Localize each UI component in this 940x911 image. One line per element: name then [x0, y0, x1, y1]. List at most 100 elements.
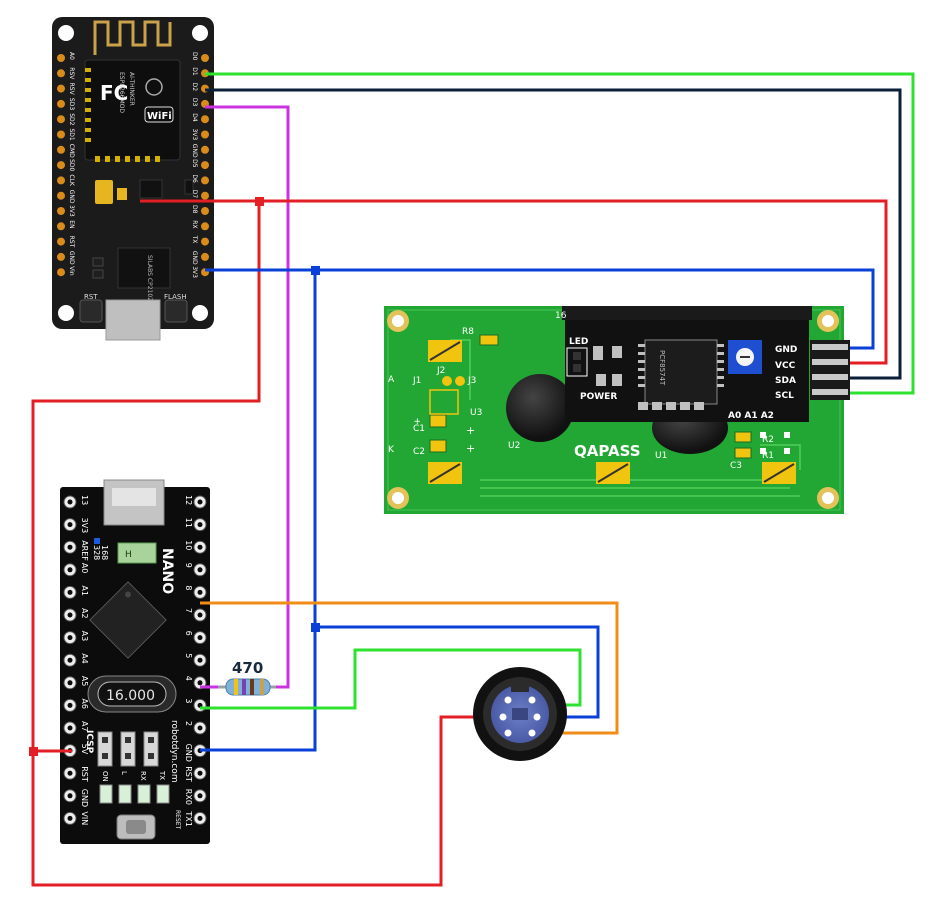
wire-esp-d2-to-lcd-sda: [205, 88, 902, 380]
micro-usb-connector: [105, 299, 161, 341]
nano-left-pin-label: A3: [80, 631, 89, 642]
esp-rst-label: RST: [84, 293, 98, 301]
fc-mark: FC: [100, 81, 128, 105]
wire-nano-d9-to-ps2: [200, 601, 619, 735]
svg-text:H: H: [125, 550, 132, 560]
esp-left-pin-label: SD3: [68, 98, 75, 110]
esp-left-pin-label: GND: [68, 251, 75, 265]
esp-right-pin-label: RX: [191, 220, 198, 228]
address-label: A0 A1 A2: [728, 411, 774, 421]
nano-right-pin-label: 12: [184, 495, 193, 505]
chip-option-328: 328: [92, 545, 101, 560]
wire-esp-d3-to-resistor: [205, 105, 290, 689]
lcd-pin-label: SCL: [775, 391, 794, 401]
esp-right-pin-label: 3V3: [191, 129, 198, 141]
nano-right-pin-label: 11: [184, 518, 193, 528]
nano-left-pin-label: A6: [80, 698, 89, 709]
esp-left-pin: [57, 207, 65, 215]
nano-right-pin-label: GND: [184, 744, 193, 762]
svg-text:+: +: [413, 417, 423, 425]
module-text: ESP8266MOD: [118, 72, 125, 113]
esp-left-pin: [57, 191, 65, 200]
nano-title: NANO: [159, 548, 175, 594]
pcb-label-j1: J1: [412, 376, 421, 386]
esp-left-pin-label: RSV: [68, 83, 75, 96]
wire-esp-d1-to-lcd-scl: [205, 72, 915, 395]
esp-flash-label: FLASH: [164, 293, 187, 301]
lcd-brand-text: QAPASS: [574, 442, 641, 460]
esp-left-pin-label: CLK: [68, 174, 75, 187]
esp-left-pin: [57, 145, 65, 154]
nano-left-pin-label: A1: [80, 585, 89, 596]
esp-left-pin: [57, 176, 65, 185]
usb-chip-text: SILABS CP2102: [146, 255, 153, 301]
header-16-label: 16: [555, 311, 567, 321]
pcb-label-a: A: [388, 375, 395, 385]
pcb-label-r1: R1: [762, 451, 774, 461]
pcb-label-r2: R2: [762, 435, 774, 445]
lcd-pin-label: VCC: [775, 361, 796, 371]
esp-pin-headers: A0RSVRSVSD3SD2SD1CMDSD0CLKGND3V3ENRSTGND…: [57, 52, 209, 278]
nano-right-pin-label: 5: [184, 653, 193, 658]
esp-right-pin: [201, 191, 209, 200]
pcb-label-u1: U1: [655, 451, 667, 461]
nano-right-pin-label: 9: [184, 563, 193, 568]
wire-power-to-nano-5v: [31, 201, 261, 753]
esp-left-pin: [57, 130, 65, 139]
led-label: LED: [569, 337, 588, 347]
wifi-mark: WiFi: [147, 111, 172, 122]
pcb-label-u2: U2: [508, 441, 520, 451]
esp-left-pin-label: RST: [68, 236, 75, 248]
pcb-label-c2: C2: [413, 447, 425, 457]
nano-right-pin-label: 2: [184, 721, 193, 726]
svg-text:+: +: [466, 442, 475, 455]
esp-left-pin-label: EN: [68, 220, 75, 228]
power-label: POWER: [580, 392, 617, 402]
nano-status-led: [99, 784, 113, 804]
wire-nano-d3-to-ps2: [200, 648, 582, 710]
esp-left-pin-label: Vin: [68, 266, 75, 276]
nano-left-pin-label: A0: [80, 563, 89, 574]
esp-right-pin-label: GND: [191, 251, 198, 265]
esp-right-pin: [201, 130, 209, 139]
esp-left-pin: [57, 115, 65, 124]
nano-status-led: [118, 784, 132, 804]
esp-left-pin-label: 3V3: [68, 205, 75, 217]
esp-right-pin-label: D6: [191, 174, 198, 183]
lcd-i2c-module: A K J1 J2 J3 U2 U3 U1 C1 C2 C3 R2 R1 R8 …: [384, 306, 844, 514]
arduino-nano-board: H NANO 168 328 16.000 robotdyn.com ICSP …: [60, 479, 210, 844]
lcd-pin-label: GND: [775, 345, 797, 355]
esp-right-pin-label: D4: [191, 113, 198, 122]
esp-right-pin: [201, 176, 209, 185]
nano-pin-headers: 133V3AREFA0A1A2A3A4A5A6A75VRSTGNDVIN1211…: [63, 495, 207, 827]
esp-right-pin: [201, 161, 209, 170]
nano-left-pin-label: A5: [80, 676, 89, 687]
esp-right-pin-label: D0: [191, 52, 198, 61]
esp-left-pin: [57, 161, 65, 170]
pcb-label-j2: J2: [436, 366, 445, 376]
esp-left-pin: [57, 84, 65, 93]
reset-label: RESET: [174, 810, 181, 830]
ps2-socket: [473, 667, 567, 761]
nano-led-label: RX: [139, 771, 147, 781]
esp-left-pin-label: CMD: [68, 144, 75, 158]
esp-right-pin-label: TX: [191, 235, 198, 244]
esp-right-pin: [201, 207, 209, 215]
nano-left-pin-label: A4: [80, 653, 89, 664]
nano-left-pin-label: RST: [80, 766, 89, 782]
pcb-label-c1: C1: [413, 424, 425, 434]
esp-left-pin: [57, 69, 65, 78]
wires: [29, 72, 915, 887]
icsp-label: ICSP: [84, 730, 94, 754]
nano-led-label: TX: [158, 770, 166, 780]
pcb-label-k: K: [388, 445, 395, 455]
esp-left-pin-label: SD2: [68, 113, 75, 125]
nano-right-pin-label: TX1: [184, 810, 193, 826]
wire-esp-power-to-lcd-vcc: [140, 199, 888, 365]
esp-right-pin-label: D8: [191, 205, 198, 214]
nano-right-pin-label: 6: [184, 631, 193, 636]
esp-right-pin: [201, 54, 209, 62]
nano-led-label: ON: [101, 771, 109, 782]
lcd-header-pins: [810, 340, 850, 400]
